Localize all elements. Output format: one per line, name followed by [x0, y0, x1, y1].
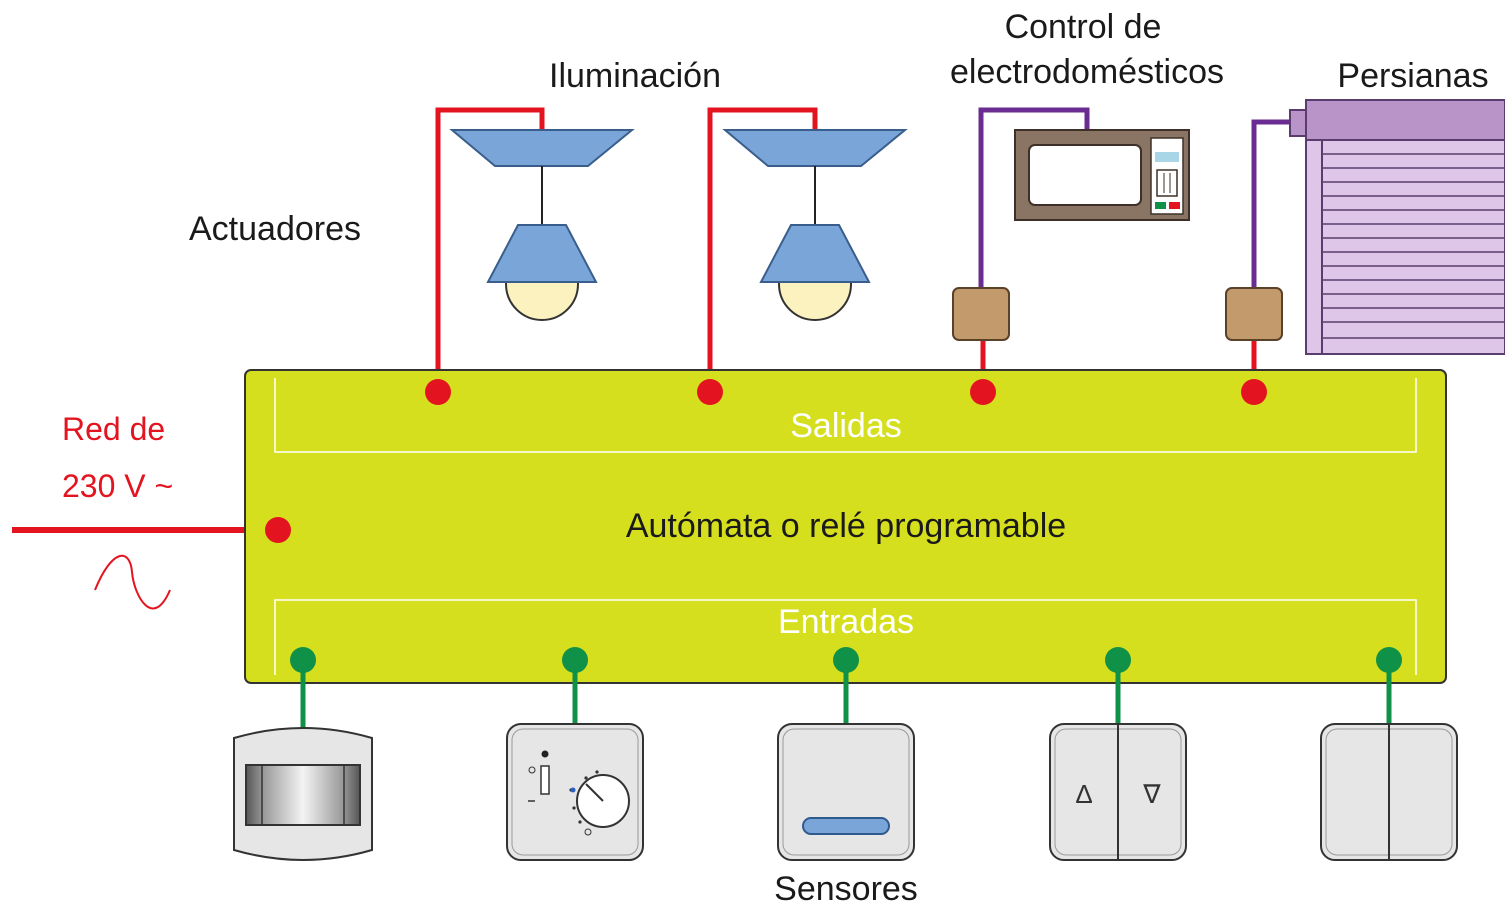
- inputs-zone-border: [274, 599, 1417, 675]
- relay-module-2: [1225, 287, 1283, 341]
- lighting-label: Iluminación: [549, 57, 721, 95]
- push-button-sensor-icon: [777, 723, 915, 861]
- wire-microwave: [978, 107, 1090, 290]
- push-button-indicator: [802, 817, 890, 835]
- roller-blind-icon: [1289, 99, 1505, 355]
- detector-lens: [245, 764, 361, 826]
- microwave-window: [1028, 144, 1142, 206]
- lamp-shade: [486, 224, 598, 283]
- blind-up-down-switch-icon: Δ ∇: [1049, 723, 1187, 861]
- microwave-stop-key: [1169, 202, 1180, 209]
- microwave-start-key: [1155, 202, 1166, 209]
- input-terminals: [290, 647, 1402, 673]
- input-terminal: [1105, 647, 1131, 673]
- appliance-label-line1: Control de: [1005, 8, 1162, 46]
- outputs-zone-border: [274, 378, 1417, 453]
- blind-slats: [1322, 153, 1505, 339]
- down-arrow-icon: ∇: [1142, 779, 1161, 809]
- motion-detector-icon: [233, 727, 373, 861]
- output-terminal: [970, 379, 996, 405]
- wire-blinds: [1251, 119, 1292, 290]
- microwave-icon: [1014, 129, 1190, 221]
- outputs-label: Salidas: [790, 407, 902, 445]
- blind-curtain: [1305, 139, 1505, 355]
- double-switch-icon: [1320, 723, 1458, 861]
- wire-lamp-2: [707, 107, 818, 392]
- actuators-label: Actuadores: [189, 210, 361, 248]
- mains-label-line1: Red de: [62, 411, 165, 447]
- output-terminal: [1241, 379, 1267, 405]
- microwave-keypad: [1156, 169, 1178, 197]
- microwave-display: [1155, 152, 1179, 162]
- input-terminal: [833, 647, 859, 673]
- output-terminal: [425, 379, 451, 405]
- ceiling-canopy: [449, 129, 635, 167]
- blinds-label: Persianas: [1337, 57, 1488, 95]
- output-terminals: [425, 379, 1267, 405]
- status-led: [541, 750, 549, 758]
- relay-module-1: [952, 287, 1010, 341]
- sine-wave-icon: [94, 554, 171, 610]
- mains-terminal: [265, 517, 291, 543]
- ceiling-canopy: [722, 129, 908, 167]
- programmable-controller: Salidas Autómata o relé programable Entr…: [244, 369, 1447, 684]
- input-terminal: [1376, 647, 1402, 673]
- push-button-body: [777, 723, 915, 861]
- output-wiring: [435, 107, 1292, 392]
- pendant-lamp-1: [449, 129, 635, 321]
- sensors-label: Sensores: [774, 870, 918, 906]
- input-terminal: [290, 647, 316, 673]
- mains-label-line2: 230 V ~: [62, 468, 173, 504]
- lamp-shade: [759, 224, 871, 283]
- pendant-lamp-2: [722, 129, 908, 321]
- appliance-label-line2: electrodomésticos: [950, 53, 1224, 91]
- inputs-label: Entradas: [778, 603, 914, 641]
- blind-box: [1305, 99, 1505, 141]
- dial-pointer: [585, 783, 604, 802]
- thermostat-slider: [540, 765, 550, 795]
- input-terminal: [562, 647, 588, 673]
- controller-label: Autómata o relé programable: [626, 507, 1066, 545]
- dial-scale: [569, 770, 599, 824]
- mains-supply: Red de 230 V ~: [12, 411, 278, 610]
- output-terminal: [697, 379, 723, 405]
- up-arrow-icon: Δ: [1075, 779, 1092, 809]
- wire-lamp-1: [435, 107, 545, 392]
- thermostat-icon: [506, 723, 644, 861]
